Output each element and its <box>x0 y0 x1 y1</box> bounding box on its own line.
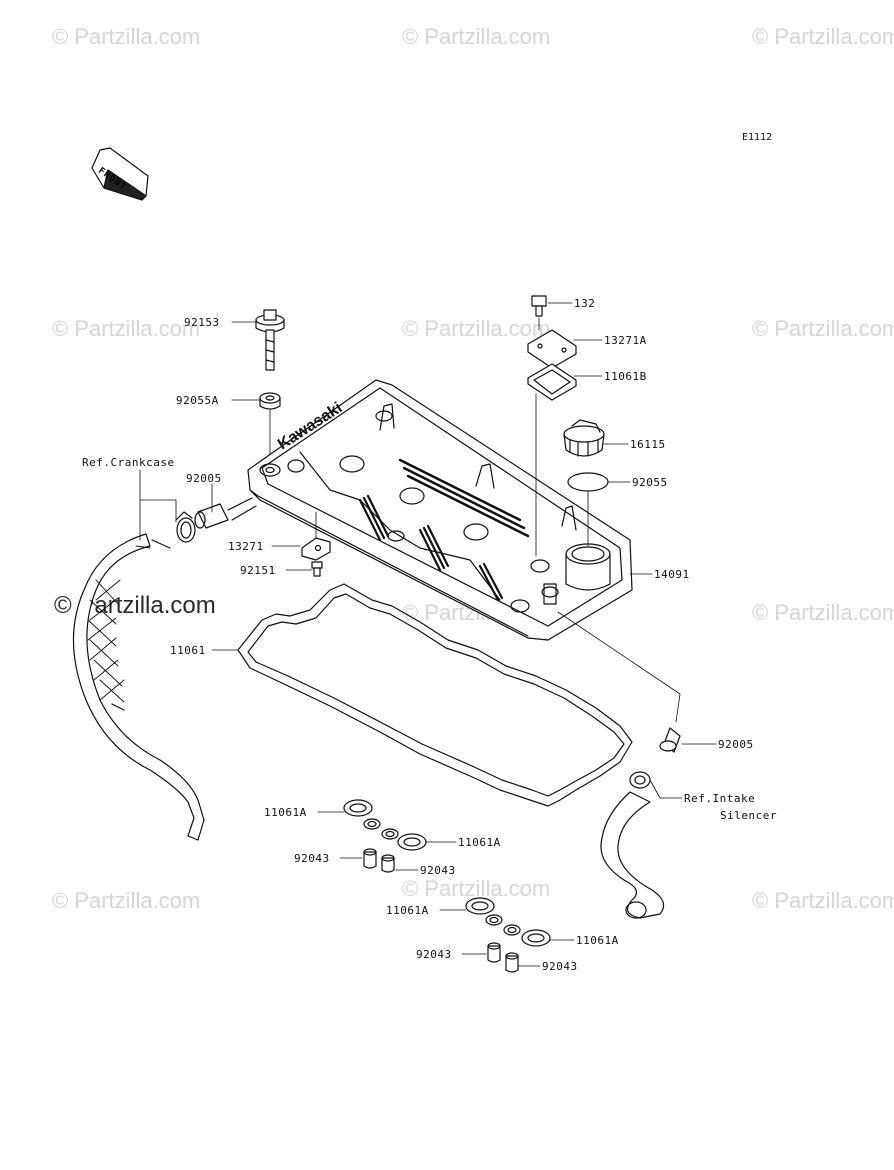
callout-132[interactable]: 132 <box>574 297 596 310</box>
watermark: © Partzilla.com <box>52 316 201 341</box>
callout-92043[interactable]: 92043 <box>420 864 456 877</box>
gasket-11061 <box>237 583 633 807</box>
callout-92055A[interactable]: 92055A <box>176 394 219 407</box>
bolt-132 <box>531 295 547 317</box>
callout-11061A[interactable]: 11061A <box>264 806 307 819</box>
diagram-code: E1112 <box>742 132 773 143</box>
gasket-11061B <box>527 363 577 401</box>
hose-clamp-right <box>629 771 651 789</box>
o-ring-92055 <box>567 472 609 492</box>
grommet-92055A <box>259 392 281 410</box>
callout-ref-intake: Ref.Intake <box>684 792 756 805</box>
watermark: © Partzilla.com <box>752 600 894 625</box>
seal-group-1 <box>343 799 427 873</box>
callout-13271[interactable]: 13271 <box>228 540 264 553</box>
callout-ref-crankcase: Ref.Crankcase <box>82 456 175 469</box>
callout-16115[interactable]: 16115 <box>630 438 666 451</box>
leader-lines <box>139 302 717 967</box>
breather-fitting-92005-left <box>194 497 257 529</box>
hose-clamp-left <box>175 511 196 543</box>
seal-group-2 <box>465 897 551 973</box>
callout-14091[interactable]: 14091 <box>654 568 690 581</box>
watermark: © Partzilla.com <box>752 24 894 49</box>
callout-11061A[interactable]: 11061A <box>576 934 619 947</box>
watermark: © Partzilla.com <box>752 888 894 913</box>
callout-92151[interactable]: 92151 <box>240 564 276 577</box>
breather-hose-left <box>72 533 205 841</box>
front-arrow-icon <box>91 147 149 201</box>
callout-92153[interactable]: 92153 <box>184 316 220 329</box>
breather-hose-right <box>600 791 665 919</box>
breather-fitting-92005-right <box>659 727 681 753</box>
watermark: © Partzilla.com <box>402 316 551 341</box>
bracket-13271 <box>301 537 331 561</box>
callout-92043[interactable]: 92043 <box>416 948 452 961</box>
bolt-92151 <box>311 561 323 577</box>
callout-92055[interactable]: 92055 <box>632 476 668 489</box>
watermark: © Partzilla.com <box>52 888 201 913</box>
oil-cap-16115 <box>563 419 605 457</box>
callout-11061[interactable]: 11061 <box>170 644 206 657</box>
valve-cover-14091 <box>247 379 633 641</box>
watermark: © Partzilla.com <box>402 876 551 901</box>
watermark: © Partzilla.com <box>752 316 894 341</box>
callout-92005-right[interactable]: 92005 <box>718 738 754 751</box>
callout-92043[interactable]: 92043 <box>294 852 330 865</box>
callout-13271A[interactable]: 13271A <box>604 334 647 347</box>
callout-92043[interactable]: 92043 <box>542 960 578 973</box>
callout-11061A[interactable]: 11061A <box>386 904 429 917</box>
callout-11061A[interactable]: 11061A <box>458 836 501 849</box>
plate-13271A <box>527 329 577 369</box>
watermark: © Partzilla.com <box>52 24 201 49</box>
callout-92005-left[interactable]: 92005 <box>186 472 222 485</box>
callout-silencer: Silencer <box>720 809 777 822</box>
watermark: © Partzilla.com <box>402 24 551 49</box>
callout-11061B[interactable]: 11061B <box>604 370 647 383</box>
bolt-92153 <box>255 309 285 371</box>
